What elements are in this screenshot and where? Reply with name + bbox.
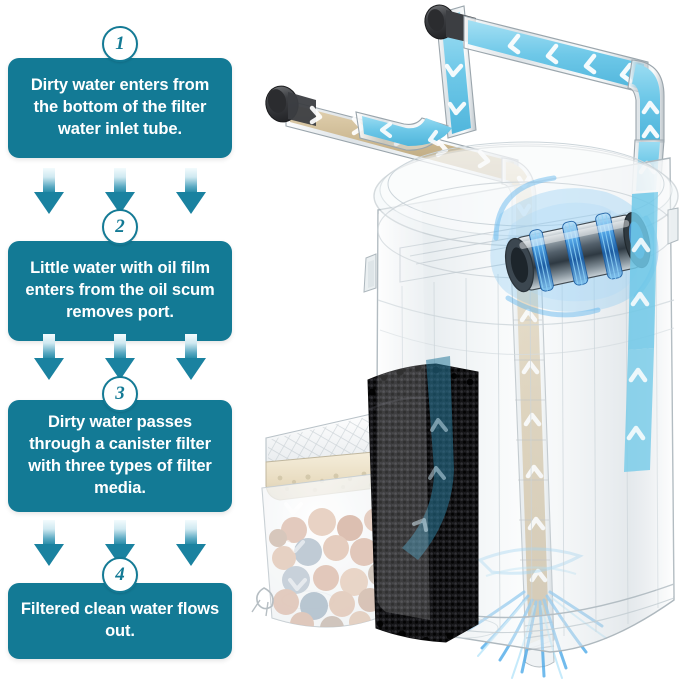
arrow-head <box>176 358 206 380</box>
arrow-shaft <box>43 520 55 546</box>
arrow-shaft <box>43 168 55 194</box>
step-box-4: Filtered clean water flows out. <box>8 583 232 659</box>
arrow-head <box>34 544 64 566</box>
steps-column: 1 Dirty water enters from the bottom of … <box>0 0 250 697</box>
down-arrow-icon <box>176 168 206 214</box>
step-text-2: Little water with oil film enters from t… <box>25 259 215 321</box>
arrow-shaft <box>185 168 197 194</box>
step-box-2: Little water with oil film enters from t… <box>8 241 232 341</box>
clean-water-outlet-tube <box>424 4 665 195</box>
arrow-shaft <box>185 334 197 360</box>
arrow-row-1 <box>8 168 232 214</box>
arrow-head <box>105 192 135 214</box>
clean-water-riser <box>624 192 658 472</box>
down-arrow-icon <box>34 334 64 380</box>
down-arrow-icon <box>34 168 64 214</box>
down-arrow-icon <box>105 334 135 380</box>
down-arrow-icon <box>34 520 64 566</box>
step-text-4: Filtered clean water flows out. <box>20 600 220 640</box>
step-text-1: Dirty water enters from the bottom of th… <box>30 76 210 138</box>
arrow-shaft <box>114 520 126 546</box>
step-box-3: Dirty water passes through a canister fi… <box>8 400 232 512</box>
down-arrow-icon <box>176 334 206 380</box>
oil-scum-skimmer-tube <box>355 5 477 151</box>
arrow-head <box>34 192 64 214</box>
down-arrow-icon <box>176 520 206 566</box>
step-box-1: Dirty water enters from the bottom of th… <box>8 58 232 158</box>
step-badge-1: 1 <box>102 26 138 62</box>
arrow-shaft <box>43 334 55 360</box>
step-badge-4: 4 <box>102 557 138 593</box>
arrow-shaft <box>185 520 197 546</box>
arrow-head <box>105 358 135 380</box>
arrow-shaft <box>114 334 126 360</box>
arrow-head <box>176 192 206 214</box>
arrow-head <box>34 358 64 380</box>
filter-illustration <box>250 0 679 697</box>
down-arrow-icon <box>105 168 135 214</box>
black-sponge <box>367 356 479 643</box>
arrow-head <box>176 544 206 566</box>
step-badge-2: 2 <box>102 209 138 245</box>
step-text-3: Dirty water passes through a canister fi… <box>28 413 212 497</box>
arrow-row-2 <box>8 334 232 380</box>
step-badge-3: 3 <box>102 376 138 412</box>
arrow-shaft <box>114 168 126 194</box>
